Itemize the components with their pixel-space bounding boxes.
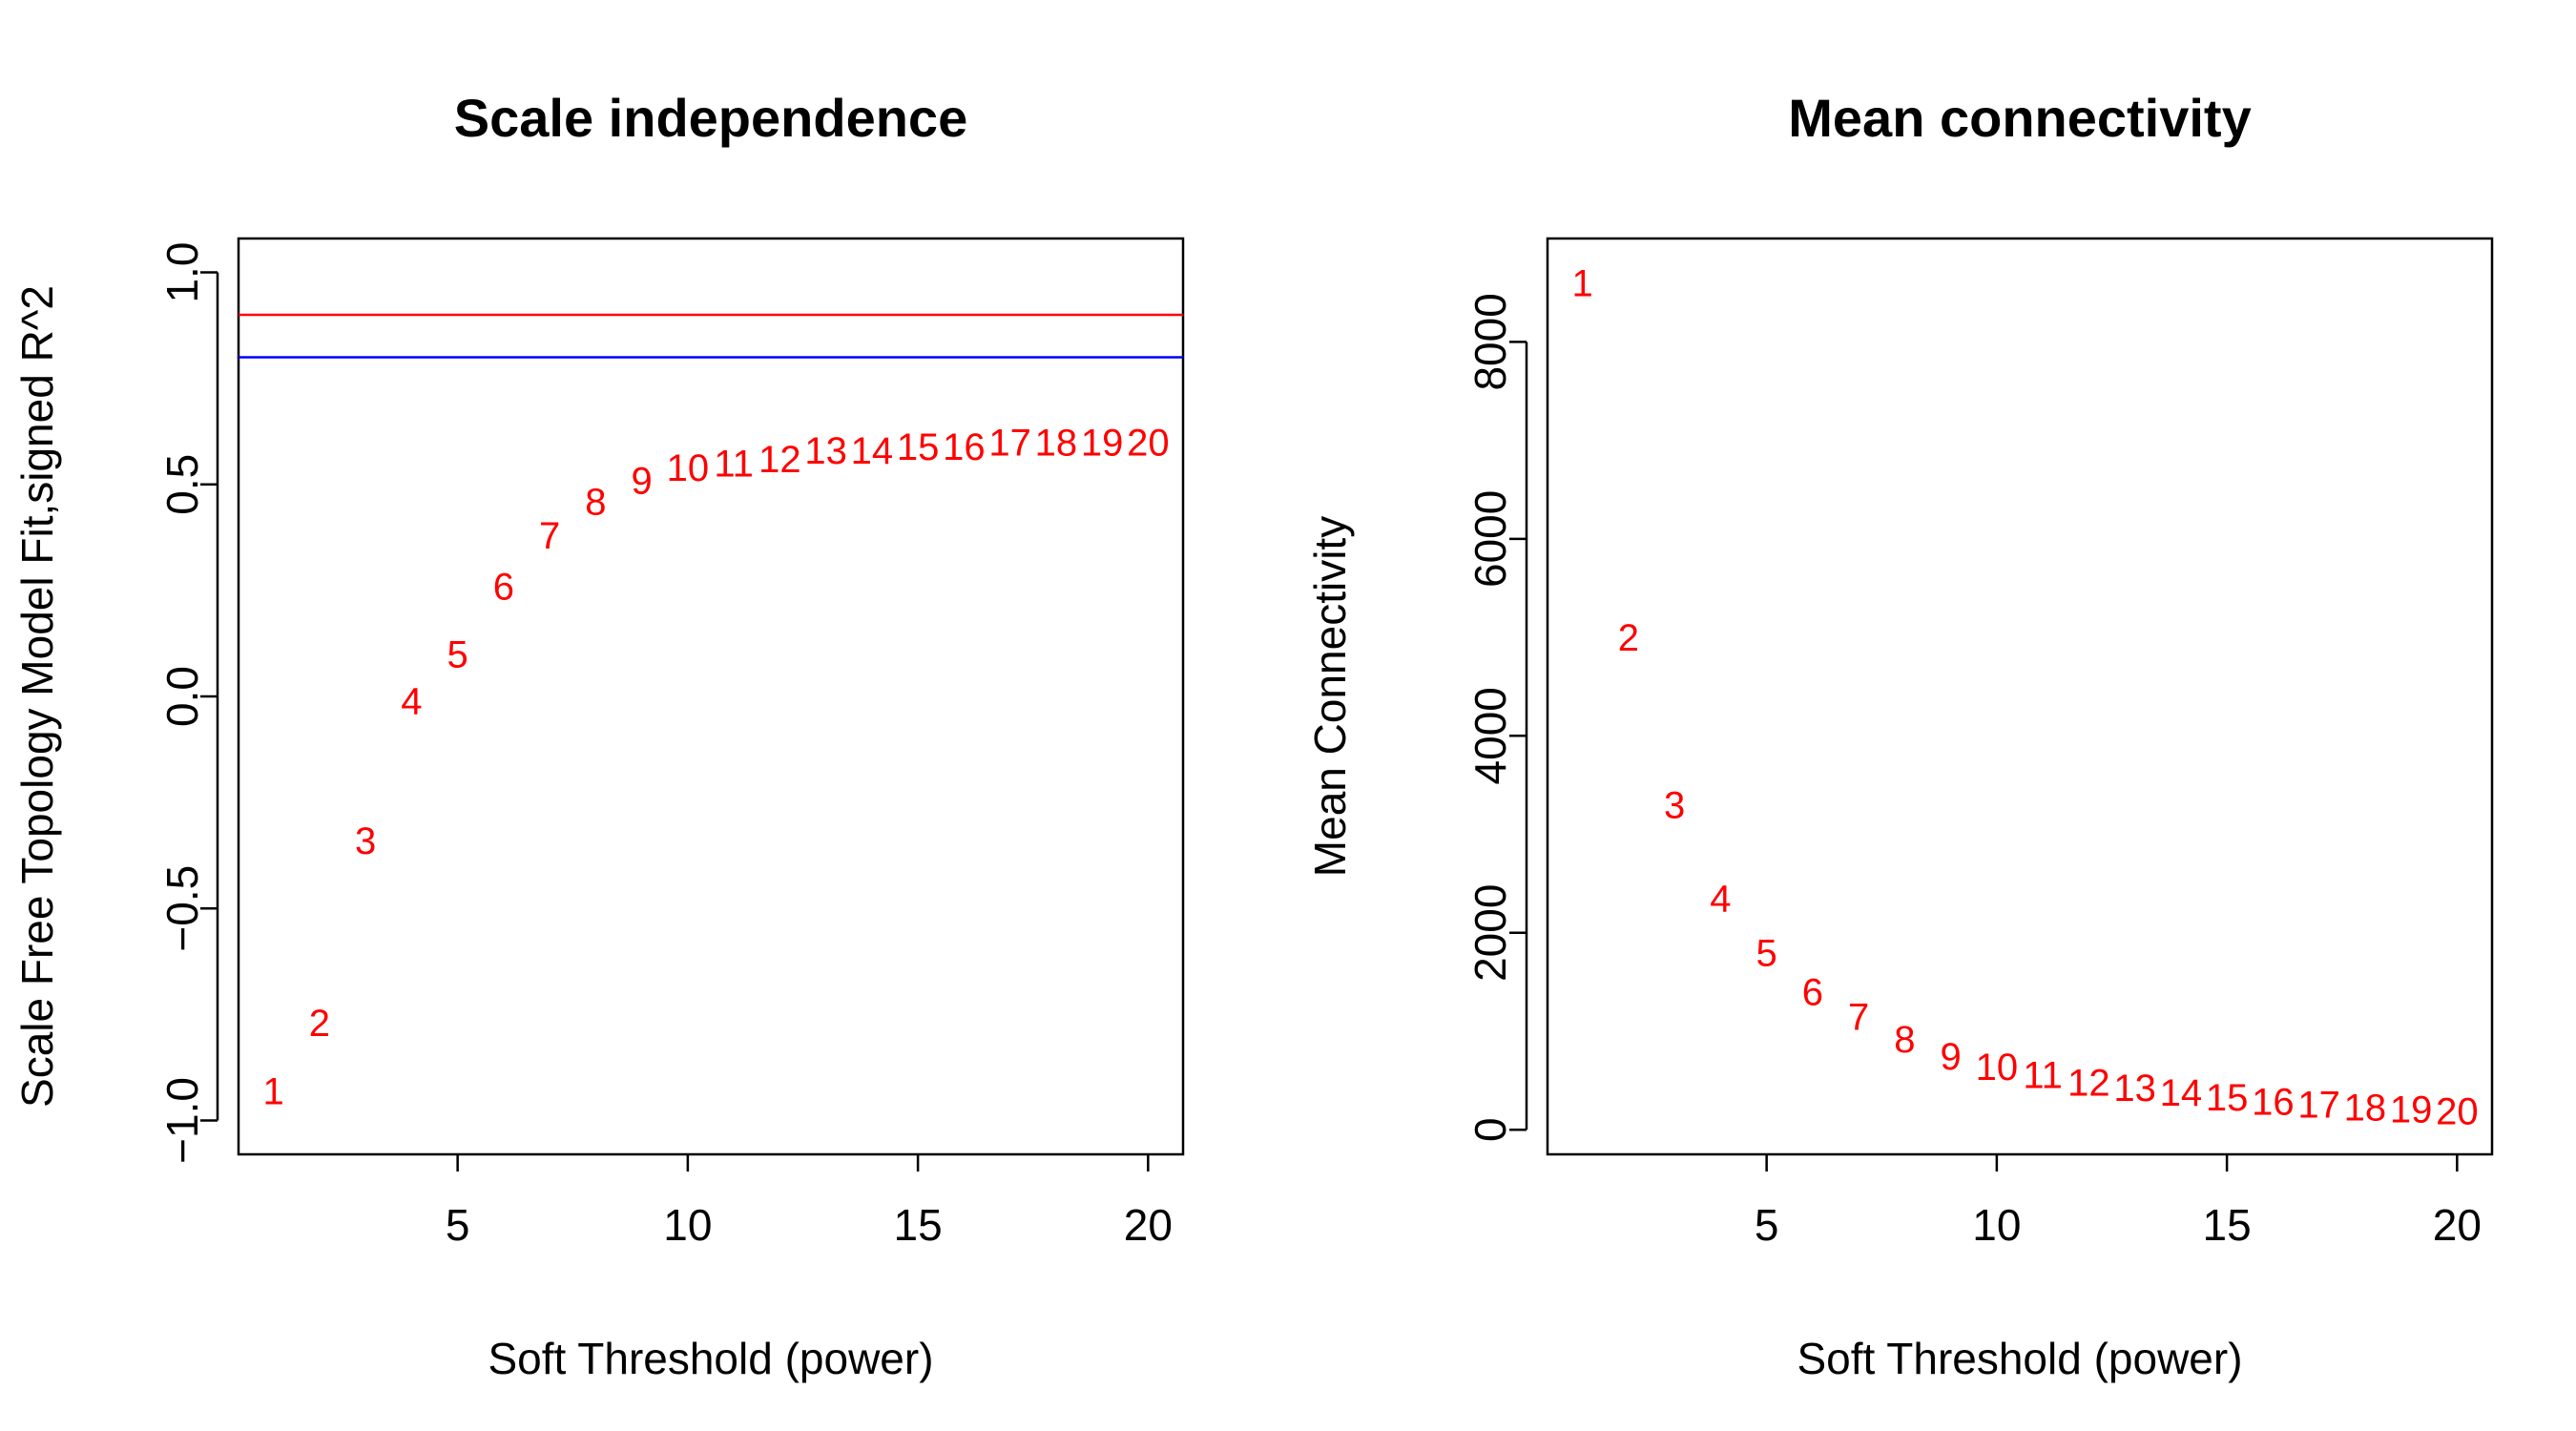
y-tick-label: 2000 xyxy=(1465,884,1515,982)
x-axis-label: Soft Threshold (power) xyxy=(1797,1334,2242,1383)
data-point-label: 18 xyxy=(2344,1087,2387,1129)
data-point-label: 10 xyxy=(1976,1047,2019,1089)
y-axis-label: Mean Connectivity xyxy=(1305,516,1355,877)
x-tick-label: 5 xyxy=(1755,1200,1779,1250)
x-tick-label: 15 xyxy=(2203,1200,2252,1250)
data-point-label: 10 xyxy=(667,447,710,489)
y-tick-label: −0.5 xyxy=(157,865,207,952)
y-axis-label: Scale Free Topology Model Fit,signed R^2 xyxy=(12,285,62,1108)
data-point-label: 19 xyxy=(2390,1089,2433,1131)
x-tick-label: 10 xyxy=(1972,1200,2021,1250)
data-point-label: 16 xyxy=(2252,1081,2295,1123)
y-tick-label: 4000 xyxy=(1465,687,1515,784)
reference-lines xyxy=(239,313,1183,359)
data-point-label: 2 xyxy=(309,1003,330,1045)
data-point-label: 3 xyxy=(1664,785,1685,827)
data-point-label: 15 xyxy=(2206,1077,2249,1119)
y-axis: 0 2000 4000 6000 8000 xyxy=(1465,293,1528,1142)
x-axis: 5 10 15 20 xyxy=(1755,1154,2482,1250)
x-tick-label: 20 xyxy=(1124,1200,1173,1250)
y-tick-label: 0.5 xyxy=(157,454,207,515)
data-point-label: 13 xyxy=(2113,1068,2156,1110)
data-point-label: 8 xyxy=(585,482,606,524)
data-point-label: 6 xyxy=(493,566,514,608)
x-tick-label: 15 xyxy=(894,1200,943,1250)
data-point-label: 5 xyxy=(1756,932,1777,974)
plot-box xyxy=(237,237,1185,1156)
data-point-label: 17 xyxy=(2297,1084,2340,1126)
data-point-label: 13 xyxy=(804,430,847,472)
data-point-label: 1 xyxy=(1572,262,1593,304)
y-axis: −1.0 −0.5 0.0 0.5 1.0 xyxy=(157,242,219,1164)
data-point-label: 2 xyxy=(1618,617,1639,659)
data-point-label: 12 xyxy=(758,439,801,481)
data-point-label: 7 xyxy=(1848,996,1869,1038)
x-tick-label: 20 xyxy=(2433,1200,2482,1250)
y-tick-label: 6000 xyxy=(1465,490,1515,588)
y-tick-label: 0 xyxy=(1465,1117,1515,1142)
data-point-label: 14 xyxy=(2160,1072,2203,1114)
data-point-label: 15 xyxy=(897,426,940,468)
data-point-label: 16 xyxy=(943,426,986,468)
data-point-label: 12 xyxy=(2067,1063,2110,1105)
chart-title: Scale independence xyxy=(454,88,967,148)
data-point-label: 4 xyxy=(401,680,422,722)
y-tick-label: 0.0 xyxy=(157,666,207,727)
data-point-label: 9 xyxy=(632,460,653,502)
x-tick-label: 5 xyxy=(446,1200,470,1250)
y-tick-label: 1.0 xyxy=(157,242,207,303)
data-point-label: 5 xyxy=(447,634,468,676)
plot-box xyxy=(1546,237,2494,1156)
data-point-label: 19 xyxy=(1081,422,1124,464)
data-point-label: 11 xyxy=(2023,1054,2063,1096)
data-point-label: 8 xyxy=(1894,1019,1915,1061)
x-tick-label: 10 xyxy=(663,1200,712,1250)
data-point-label: 1 xyxy=(263,1070,284,1112)
data-point-label: 3 xyxy=(355,820,376,862)
data-point-label: 20 xyxy=(1127,422,1170,464)
data-point-label: 4 xyxy=(1710,879,1731,921)
data-point-label: 9 xyxy=(1941,1036,1962,1078)
y-tick-label: −1.0 xyxy=(157,1077,207,1164)
x-axis: 5 10 15 20 xyxy=(446,1154,1173,1250)
x-axis-label: Soft Threshold (power) xyxy=(488,1334,933,1383)
data-point-label: 11 xyxy=(714,444,754,486)
data-point-label: 17 xyxy=(988,422,1031,464)
data-point-label: 18 xyxy=(1035,422,1078,464)
y-tick-label: 8000 xyxy=(1465,293,1515,390)
data-point-label: 7 xyxy=(539,515,560,557)
data-point-label: 6 xyxy=(1802,972,1823,1014)
data-point-label: 14 xyxy=(851,430,894,472)
data-point-label: 20 xyxy=(2436,1091,2479,1133)
chart-title: Mean connectivity xyxy=(1788,88,2251,148)
